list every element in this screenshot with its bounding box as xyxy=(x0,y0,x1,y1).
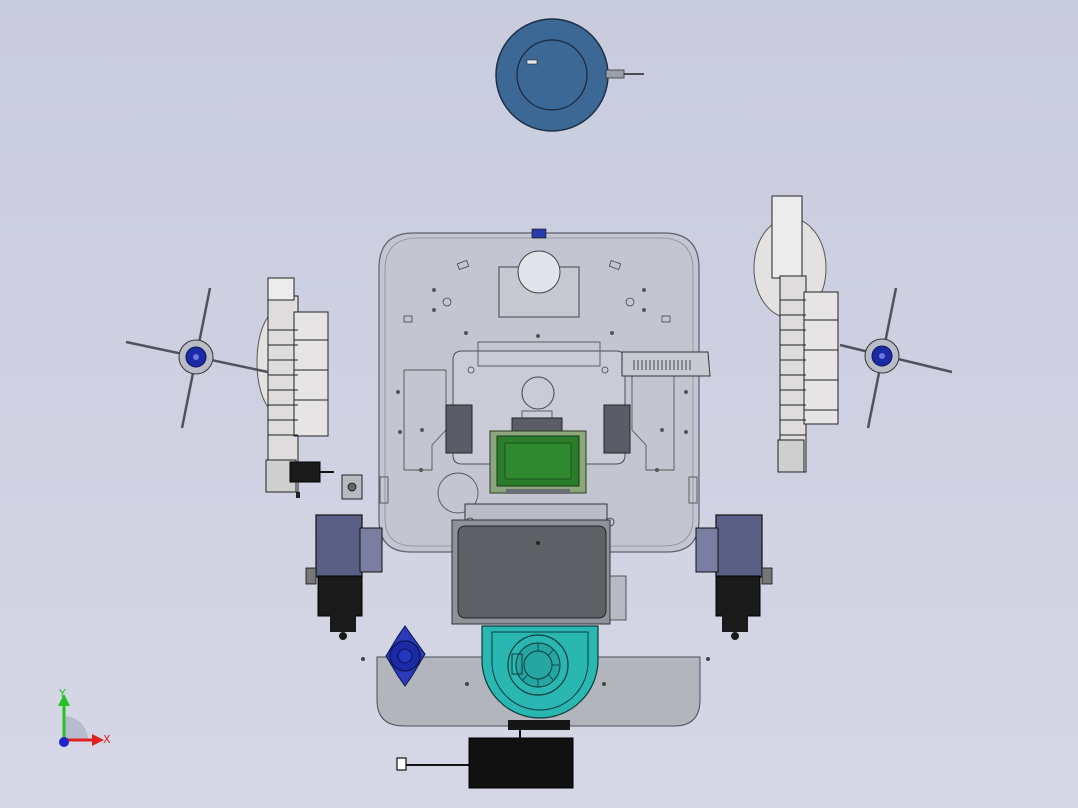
right-spinner-brush[interactable] xyxy=(839,287,953,429)
power-supply-block[interactable] xyxy=(396,730,574,789)
coordinate-triad xyxy=(58,694,104,747)
triad-x-label: X xyxy=(103,733,111,746)
sensor-strip[interactable] xyxy=(621,351,711,377)
control-pcb[interactable] xyxy=(489,417,587,494)
left-spinner-brush[interactable] xyxy=(125,287,269,429)
battery-pack[interactable] xyxy=(451,519,611,625)
left-bracket[interactable] xyxy=(445,404,473,454)
lidar-disk[interactable] xyxy=(495,18,644,132)
triad-y-label: Y xyxy=(59,687,66,700)
blower-fan[interactable] xyxy=(481,625,599,730)
right-side-brush-assembly[interactable] xyxy=(753,195,839,473)
right-drive-motor[interactable] xyxy=(695,514,773,640)
right-bracket[interactable] xyxy=(603,404,631,454)
battery-clip xyxy=(609,575,627,621)
caster-wheel[interactable] xyxy=(385,625,426,687)
left-drive-motor[interactable] xyxy=(305,514,383,640)
left-side-brush-assembly[interactable] xyxy=(256,277,334,498)
small-bracket-part[interactable] xyxy=(341,474,363,500)
